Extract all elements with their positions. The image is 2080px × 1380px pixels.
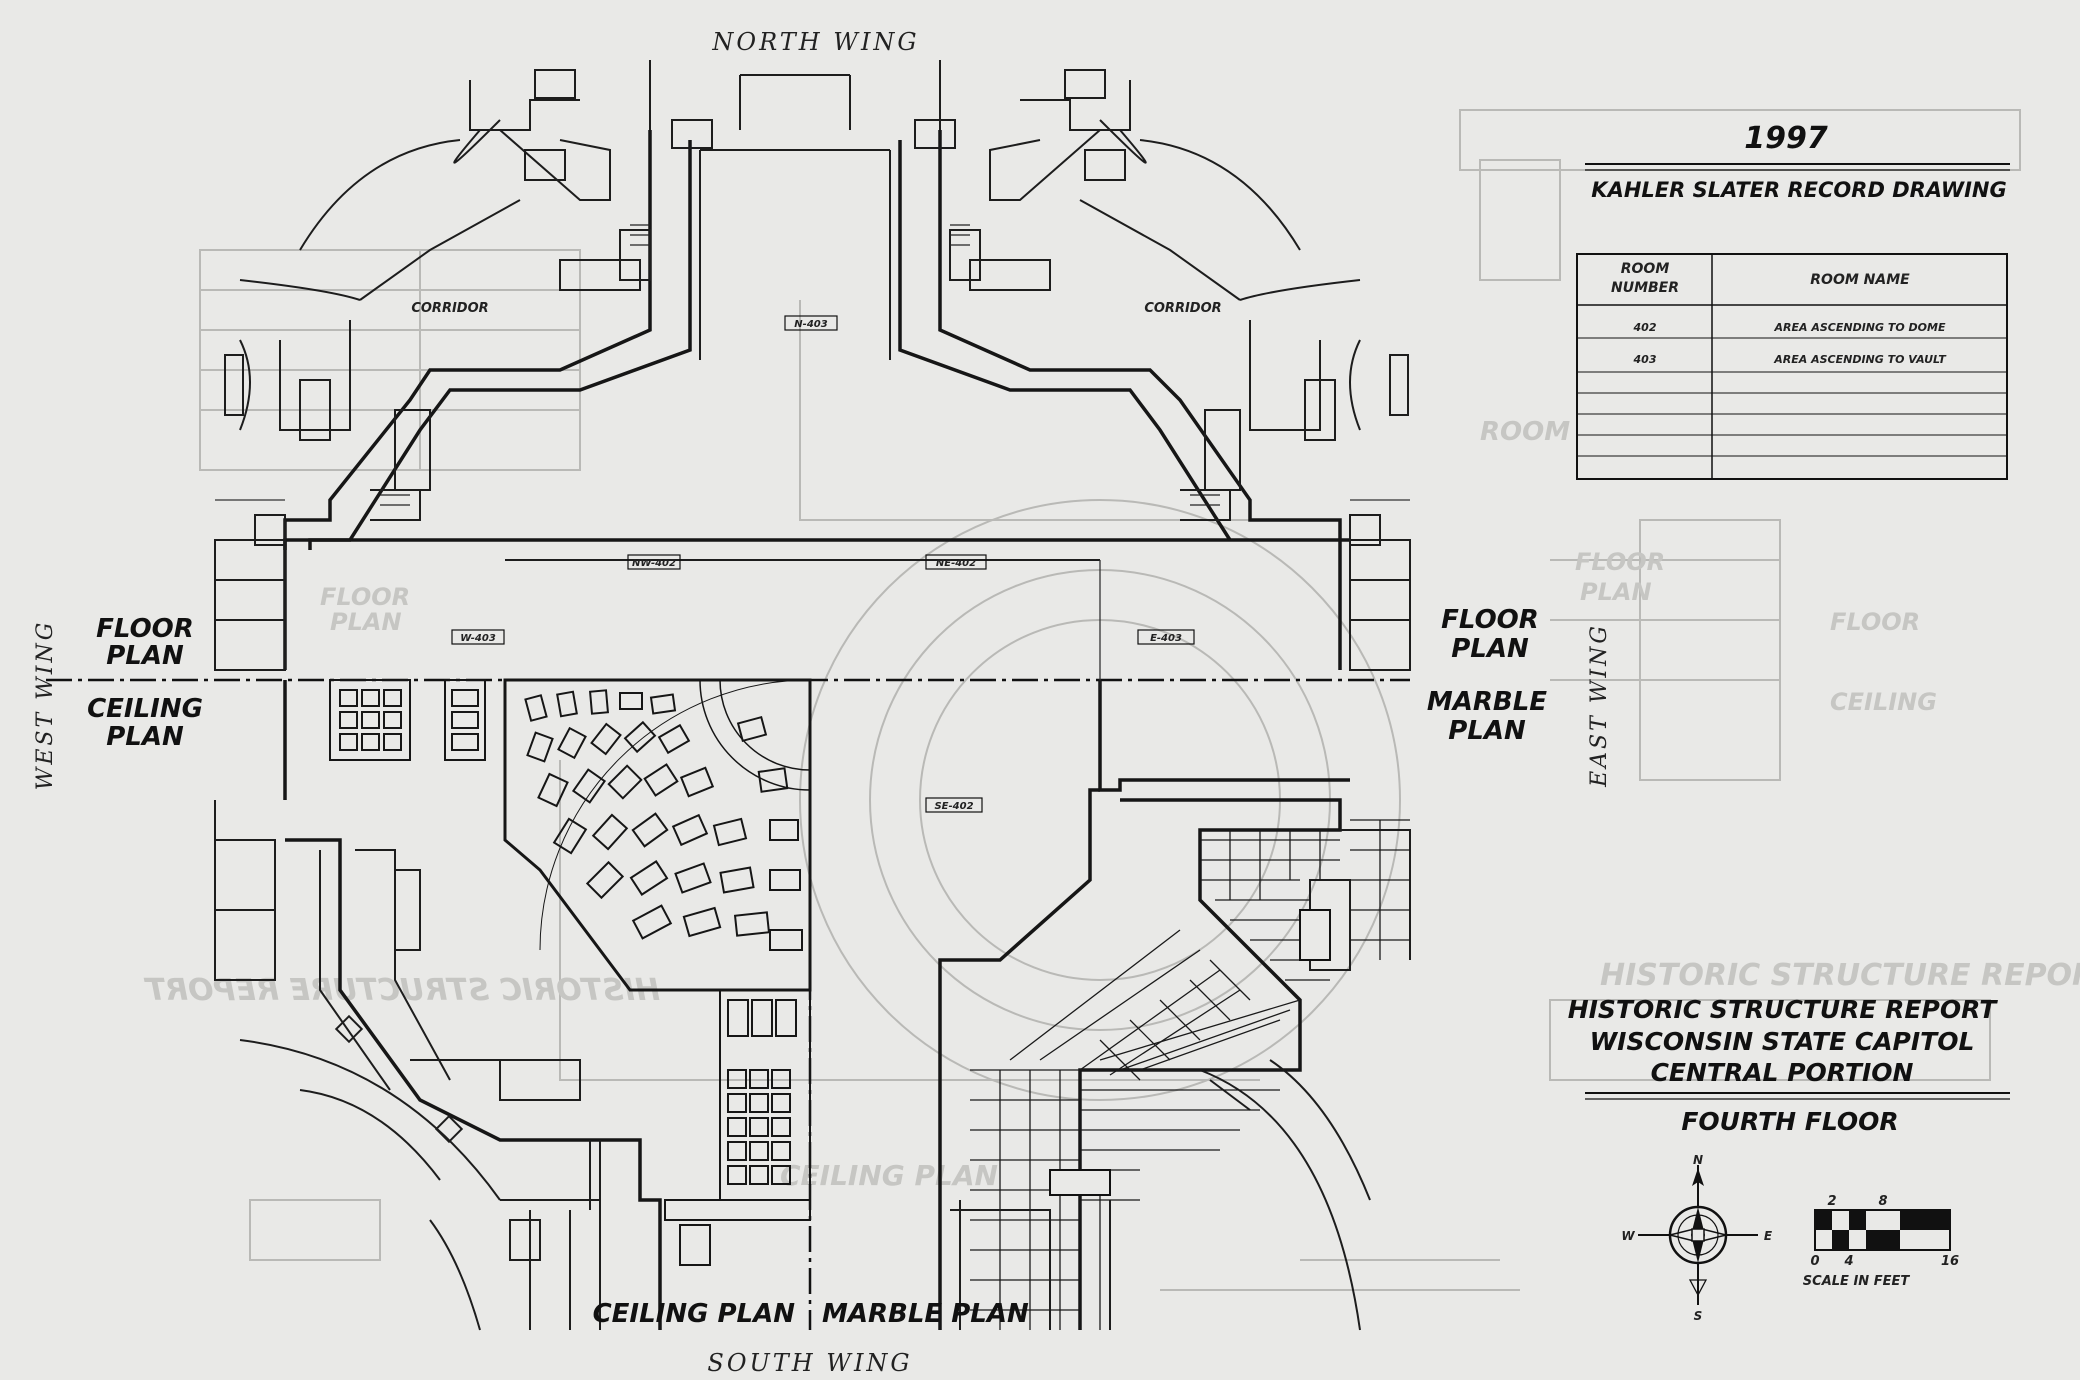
svg-text:CEILING PLAN: CEILING PLAN [780,1159,998,1192]
floor-plan-right-line2: PLAN [1451,634,1529,664]
scale-tick-8: 8 [1878,1194,1887,1209]
dome-coffer-pattern [503,678,812,992]
room-tag-e403: E-403 [1150,633,1182,644]
title-block: 1997 KAHLER SLATER RECORD DRAWING [1585,121,2010,202]
room-tag-n403: N-403 [794,319,827,330]
east-wing-label: EAST WING [1587,623,1612,788]
report-line-3: CENTRAL PORTION [1651,1058,1914,1087]
table-row-2-number: 403 [1633,353,1657,366]
table-header-number-line1: ROOM [1621,261,1670,277]
table-header-name: ROOM NAME [1810,272,1910,288]
room-tag-ne402: NE-402 [936,558,976,569]
west-wing-label: WEST WING [33,620,58,791]
svg-text:FLOOR: FLOOR [320,583,410,611]
scale-caption: SCALE IN FEET [1803,1274,1911,1289]
side-wall-columns [214,499,1411,671]
compass-w: W [1621,1229,1635,1243]
compass-s: S [1694,1309,1703,1323]
ceiling-plan-left-line2: PLAN [106,722,184,752]
room-tags: N-403 NW-402 NE-402 W-403 E-403 SE-402 [451,315,1195,813]
corridor-label-east: CORRIDOR [1144,301,1221,316]
marble-plan-right-line2: PLAN [1448,716,1526,746]
svg-text:HISTORIC STRUCTURE REPORT: HISTORIC STRUCTURE REPORT [1600,958,2080,993]
floor-plan-left-line1: FLOOR [96,614,194,644]
table-row-1-number: 402 [1633,321,1657,334]
west-ceiling-coffers [329,679,486,761]
ceiling-plan-left-line1: CEILING [87,694,203,724]
room-tag-se402: SE-402 [934,801,973,812]
svg-text:ROOM: ROOM [1480,417,1570,447]
floor-name: FOURTH FLOOR [1681,1107,1898,1136]
svg-text:CEILING: CEILING [1830,688,1937,716]
south-west-walls [214,680,662,1331]
north-wing-walls [224,60,1409,670]
svg-text:FLOOR: FLOOR [1575,548,1665,576]
room-schedule-table [1576,253,2008,480]
north-wing-label: NORTH WING [711,28,919,56]
scale-bar [1814,1209,1951,1251]
report-line-1: HISTORIC STRUCTURE REPORT [1568,995,1999,1024]
svg-text:FLOOR: FLOOR [1830,608,1920,636]
scale-tick-2: 2 [1827,1194,1836,1209]
room-tag-nw402: NW-402 [632,558,676,569]
floor-plan-left-line2: PLAN [106,641,184,671]
south-ceiling-coffers [664,989,811,1266]
ceiling-plan-bottom-label: CEILING PLAN [593,1299,796,1329]
marble-plan-bottom-label: MARBLE PLAN [822,1299,1029,1329]
drawing-source: KAHLER SLATER RECORD DRAWING [1591,178,2006,202]
corridor-label-west: CORRIDOR [411,301,488,316]
table-row-2-name: AREA ASCENDING TO VAULT [1773,353,1947,366]
rotunda-outline [505,559,1101,680]
north-arrow-icon [1638,1165,1758,1305]
scale-tick-16: 16 [1941,1254,1959,1269]
report-line-2: WISCONSIN STATE CAPITOL [1590,1027,1975,1056]
compass-n: N [1693,1153,1703,1167]
room-tag-w403: W-403 [460,633,496,644]
marble-plan-right-line1: MARBLE [1427,687,1547,717]
compass-e: E [1764,1229,1773,1243]
scale-tick-4: 4 [1843,1254,1853,1269]
report-title: HISTORIC STRUCTURE REPORT WISCONSIN STAT… [1568,995,2010,1136]
svg-text:PLAN: PLAN [1580,578,1652,606]
svg-text:PLAN: PLAN [330,608,402,636]
south-east-marble [938,680,1411,1331]
table-row-1-name: AREA ASCENDING TO DOME [1774,321,1946,334]
south-wing-label: SOUTH WING [707,1349,912,1377]
table-header-number-line2: NUMBER [1611,280,1679,296]
floor-plan-right-line1: FLOOR [1441,605,1539,635]
scale-tick-0: 0 [1810,1254,1819,1269]
drawing-year: 1997 [1744,121,1828,156]
